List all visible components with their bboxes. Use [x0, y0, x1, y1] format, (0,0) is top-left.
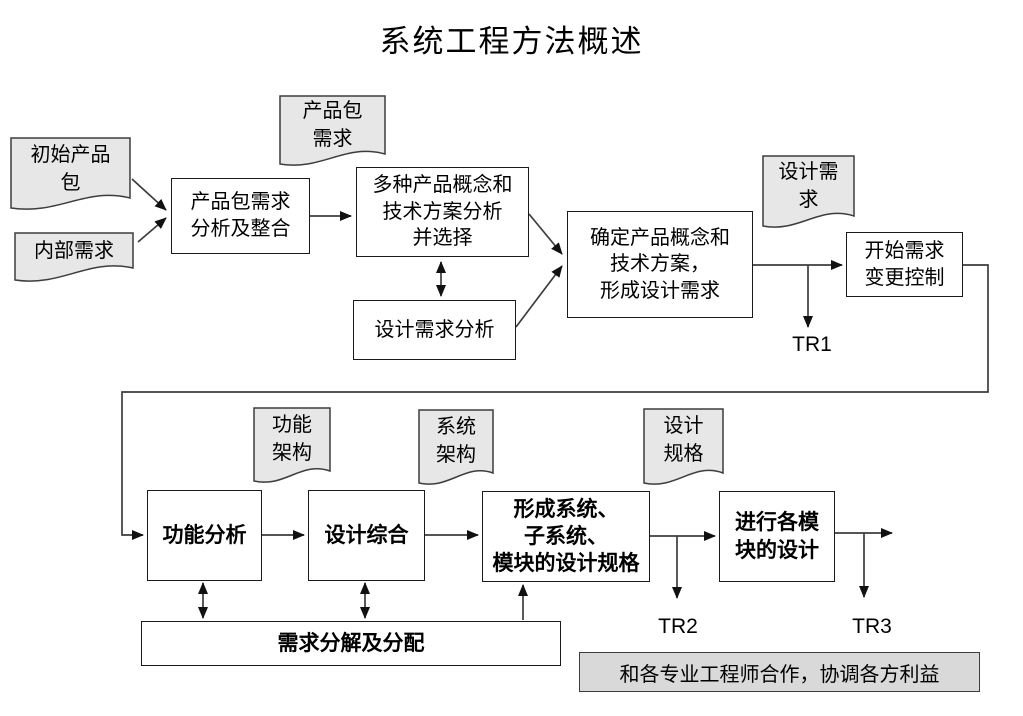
node-design-requirement-analysis: 设计需求分析 [353, 300, 516, 360]
doc-shape-system-architecture [418, 409, 494, 485]
node-module-design: 进行各模 块的设计 [719, 491, 835, 582]
doc-initial-product-package: 初始产品 包 [11, 140, 130, 200]
node-label: 功能分析 [162, 523, 247, 547]
doc-design-requirements: 设计需 求 [763, 158, 854, 216]
node-label: 设计综合 [324, 523, 409, 547]
doc-label-text: 设计需 求 [778, 161, 839, 211]
page-title: 系统工程方法概述 [379, 24, 644, 59]
arrow-concepts-to-confirm [528, 213, 563, 255]
node-start-requirement-change-control: 开始需求 变更控制 [846, 232, 963, 297]
node-functional-analysis: 功能分析 [147, 490, 262, 581]
node-requirement-decomposition-allocation: 需求分解及分配 [141, 621, 561, 666]
milestone-tr2: TR2 [658, 615, 698, 638]
doc-shape-design-requirements [762, 155, 855, 228]
doc-shape-functional-architecture [253, 407, 331, 483]
milestone-tr1: TR1 [792, 333, 832, 356]
doc-label-text: 设计 规格 [663, 415, 704, 465]
node-label: 进行各模 块的设计 [735, 511, 819, 562]
node-label: 确定产品概念和 技术方案， 形成设计需求 [590, 226, 730, 302]
node-label: 形成系统、 子系统、 模块的设计规格 [492, 497, 640, 576]
node-confirm-concept-form-design-req: 确定产品概念和 技术方案， 形成设计需求 [567, 211, 753, 318]
note-text: 和各专业工程师合作，协调各方利益 [619, 663, 940, 686]
doc-system-architecture: 系统 架构 [419, 412, 493, 472]
doc-internal-requirements: 内部需求 [15, 234, 133, 270]
doc-label-text: 初始产品 包 [30, 144, 111, 194]
doc-label-text: 系统 架构 [436, 416, 476, 466]
doc-shape-design-specifications [643, 408, 724, 485]
doc-design-specifications: 设计 规格 [644, 411, 723, 471]
doc-label-text: 产品包 需求 [302, 100, 363, 150]
node-form-system-subsystem-module-specs: 形成系统、 子系统、 模块的设计规格 [482, 491, 650, 582]
node-label: 产品包需求 分析及整合 [190, 191, 291, 240]
route-change-control-to-functional-analysis [121, 264, 989, 540]
arrow-designreq-to-confirm [515, 265, 563, 328]
doc-functional-architecture: 功能 架构 [254, 410, 330, 470]
doc-label-text: 内部需求 [34, 240, 114, 263]
doc-shape-product-package-requirements [279, 95, 386, 166]
doc-shape-initial-product-package [10, 137, 131, 210]
arrow-initial-package-to-analysis [131, 178, 167, 211]
doc-product-package-requirements: 产品包 需求 [280, 98, 385, 154]
milestone-tr3: TR3 [852, 615, 892, 638]
collaboration-note: 和各专业工程师合作，协调各方利益 [579, 652, 980, 692]
doc-shape-internal-requirements [14, 232, 134, 282]
node-label: 设计需求分析 [374, 318, 495, 341]
doc-label-text: 功能 架构 [272, 414, 312, 464]
node-label: 多种产品概念和 技术方案分析 并选择 [372, 174, 513, 250]
node-design-synthesis: 设计综合 [308, 490, 425, 581]
node-label: 需求分解及分配 [277, 631, 425, 655]
node-product-package-requirement-analysis: 产品包需求 分析及整合 [171, 178, 310, 254]
arrow-internal-req-to-analysis [137, 217, 167, 243]
node-label: 开始需求 变更控制 [864, 239, 945, 289]
node-multi-concept-tech-analysis: 多种产品概念和 技术方案分析 并选择 [356, 167, 529, 257]
